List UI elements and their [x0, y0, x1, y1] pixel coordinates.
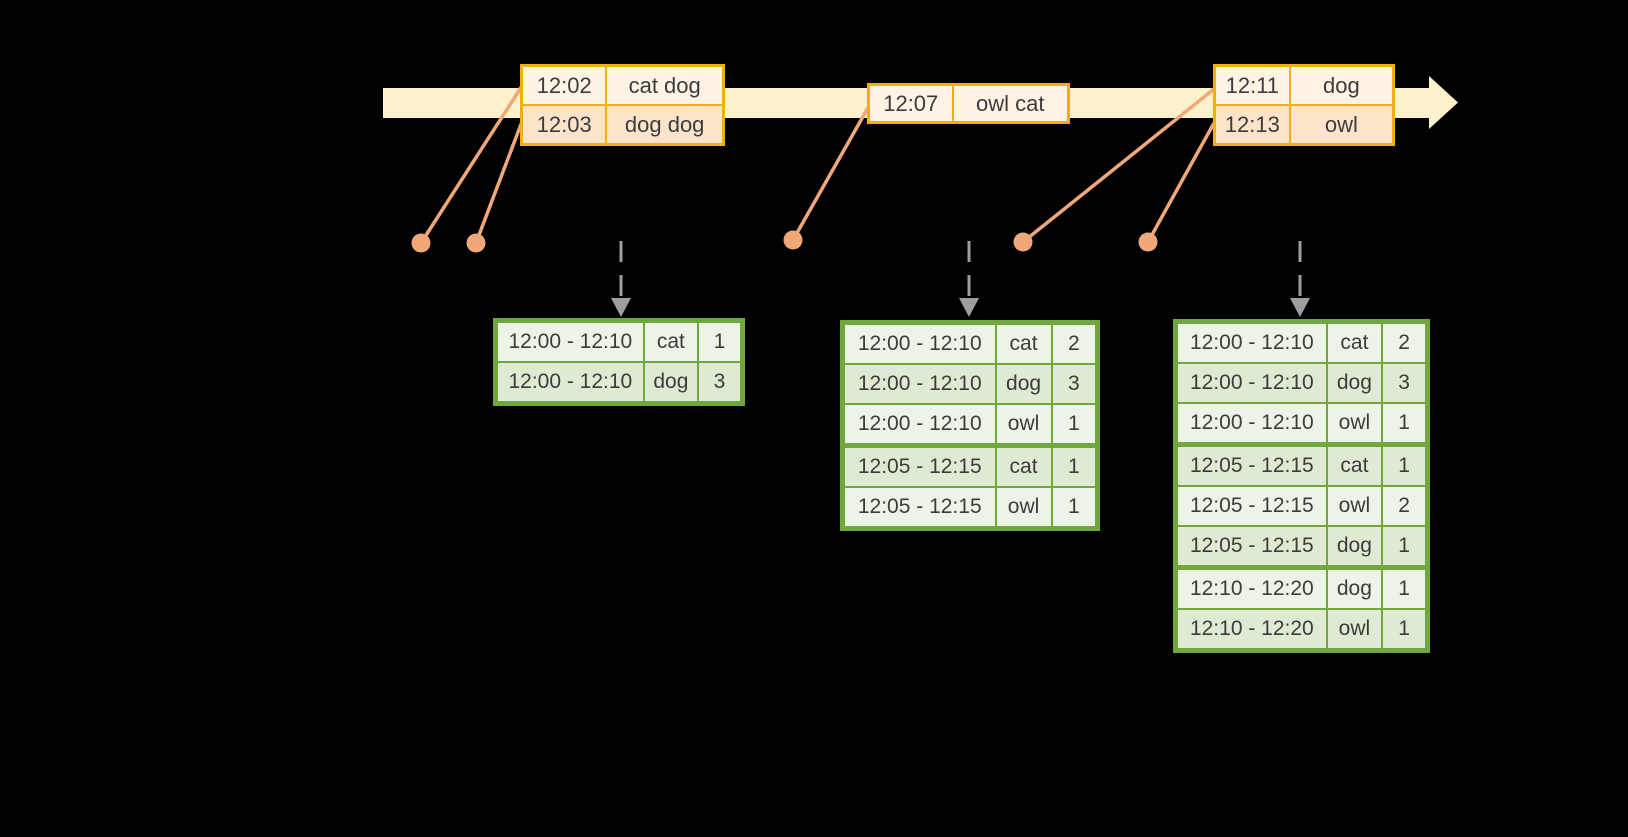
result-word-cell: cat — [994, 321, 1053, 365]
result-row: 12:05 - 12:15 dog 1 — [1174, 525, 1429, 569]
event-row: 12:13 owl — [1213, 104, 1395, 146]
result-count-cell: 1 — [697, 319, 744, 363]
result-word-cell: dog — [1325, 565, 1384, 610]
result-word-cell: owl — [994, 403, 1053, 447]
result-count-cell: 1 — [1381, 565, 1429, 610]
result-row: 12:05 - 12:15 owl 1 — [841, 486, 1099, 530]
result-word-cell: cat — [642, 319, 700, 363]
event-words-cell: cat dog — [605, 64, 725, 106]
result-count-cell: 3 — [697, 361, 744, 405]
result-word-cell: dog — [994, 363, 1053, 405]
result-window-cell: 12:00 - 12:10 — [841, 321, 997, 365]
trigger-arrowhead-icon — [959, 298, 979, 317]
result-window-cell: 12:00 - 12:10 — [494, 361, 645, 405]
event-dot — [783, 230, 803, 250]
result-window-cell: 12:10 - 12:20 — [1174, 608, 1328, 652]
event-connector-line — [791, 105, 871, 241]
result-row: 12:10 - 12:20 dog 1 — [1174, 565, 1429, 610]
result-row: 12:00 - 12:10 cat 2 — [841, 321, 1099, 365]
result-count-cell: 1 — [1381, 608, 1429, 652]
result-word-cell: owl — [1325, 485, 1384, 527]
result-row: 12:00 - 12:10 cat 1 — [494, 319, 744, 363]
event-connector-line — [419, 85, 524, 244]
event-connector-line — [1146, 122, 1216, 243]
result-row: 12:05 - 12:15 cat 1 — [841, 443, 1099, 488]
result-count-cell: 1 — [1050, 486, 1099, 530]
result-count-cell: 1 — [1381, 402, 1429, 446]
result-table-3: 12:00 - 12:10 cat 2 12:00 - 12:10 dog 3 … — [1173, 319, 1430, 653]
trigger-arrowhead-icon — [611, 298, 631, 317]
result-word-cell: owl — [1325, 608, 1384, 652]
event-dot — [1013, 232, 1033, 252]
result-window-cell: 12:00 - 12:10 — [494, 319, 645, 363]
event-row: 12:02 cat dog — [520, 64, 725, 106]
result-word-cell: owl — [994, 486, 1053, 530]
result-row: 12:00 - 12:10 dog 3 — [841, 363, 1099, 405]
result-window-cell: 12:00 - 12:10 — [841, 403, 997, 447]
event-row: 12:07 owl cat — [867, 83, 1070, 124]
result-count-cell: 1 — [1050, 403, 1099, 447]
event-row: 12:11 dog — [1213, 64, 1395, 106]
event-time-cell: 12:11 — [1213, 64, 1291, 106]
result-count-cell: 3 — [1381, 362, 1429, 404]
result-count-cell: 1 — [1381, 525, 1429, 569]
result-table-1: 12:00 - 12:10 cat 1 12:00 - 12:10 dog 3 — [493, 318, 745, 406]
result-word-cell: owl — [1325, 402, 1384, 446]
result-row: 12:00 - 12:10 dog 3 — [494, 361, 744, 405]
result-row: 12:00 - 12:10 cat 2 — [1174, 320, 1429, 364]
result-count-cell: 1 — [1381, 442, 1429, 487]
result-count-cell: 1 — [1050, 443, 1099, 488]
event-words-cell: owl cat — [951, 83, 1070, 124]
result-window-cell: 12:00 - 12:10 — [1174, 362, 1328, 404]
result-count-cell: 3 — [1050, 363, 1099, 405]
event-dot — [1138, 232, 1158, 252]
result-window-cell: 12:10 - 12:20 — [1174, 565, 1328, 610]
event-time-cell: 12:02 — [520, 64, 608, 106]
result-word-cell: cat — [1325, 320, 1384, 364]
result-window-cell: 12:05 - 12:15 — [841, 486, 997, 530]
event-row: 12:03 dog dog — [520, 104, 725, 146]
result-row: 12:10 - 12:20 owl 1 — [1174, 608, 1429, 652]
result-word-cell: dog — [1325, 362, 1384, 404]
result-row: 12:05 - 12:15 owl 2 — [1174, 485, 1429, 527]
result-word-cell: cat — [994, 443, 1053, 488]
event-words-cell: dog — [1288, 64, 1395, 106]
result-word-cell: dog — [1325, 525, 1384, 569]
trigger-arrowhead-icon — [1290, 298, 1310, 317]
result-word-cell: dog — [642, 361, 700, 405]
result-window-cell: 12:05 - 12:15 — [1174, 525, 1328, 569]
result-table-2: 12:00 - 12:10 cat 2 12:00 - 12:10 dog 3 … — [840, 320, 1100, 531]
event-time-cell: 12:03 — [520, 104, 608, 146]
result-count-cell: 2 — [1381, 485, 1429, 527]
event-connector-line — [474, 118, 525, 244]
result-row: 12:05 - 12:15 cat 1 — [1174, 442, 1429, 487]
result-word-cell: cat — [1325, 442, 1384, 487]
event-table-3: 12:11 dog 12:13 owl — [1213, 64, 1395, 146]
result-window-cell: 12:00 - 12:10 — [1174, 402, 1328, 446]
result-window-cell: 12:00 - 12:10 — [1174, 320, 1328, 364]
event-dot — [411, 233, 431, 253]
result-window-cell: 12:05 - 12:15 — [841, 443, 997, 488]
result-window-cell: 12:00 - 12:10 — [841, 363, 997, 405]
result-count-cell: 2 — [1050, 321, 1099, 365]
event-table-2: 12:07 owl cat — [867, 83, 1070, 124]
result-row: 12:00 - 12:10 owl 1 — [1174, 402, 1429, 446]
result-window-cell: 12:05 - 12:15 — [1174, 442, 1328, 487]
event-words-cell: owl — [1288, 104, 1395, 146]
event-dot — [466, 233, 486, 253]
result-row: 12:00 - 12:10 dog 3 — [1174, 362, 1429, 404]
event-words-cell: dog dog — [605, 104, 725, 146]
event-connector-line — [1021, 87, 1216, 244]
result-window-cell: 12:05 - 12:15 — [1174, 485, 1328, 527]
result-count-cell: 2 — [1381, 320, 1429, 364]
event-table-1: 12:02 cat dog 12:03 dog dog — [520, 64, 725, 146]
result-row: 12:00 - 12:10 owl 1 — [841, 403, 1099, 447]
timeline-arrowhead-icon — [1429, 76, 1458, 129]
event-time-cell: 12:07 — [867, 83, 954, 124]
event-time-cell: 12:13 — [1213, 104, 1291, 146]
